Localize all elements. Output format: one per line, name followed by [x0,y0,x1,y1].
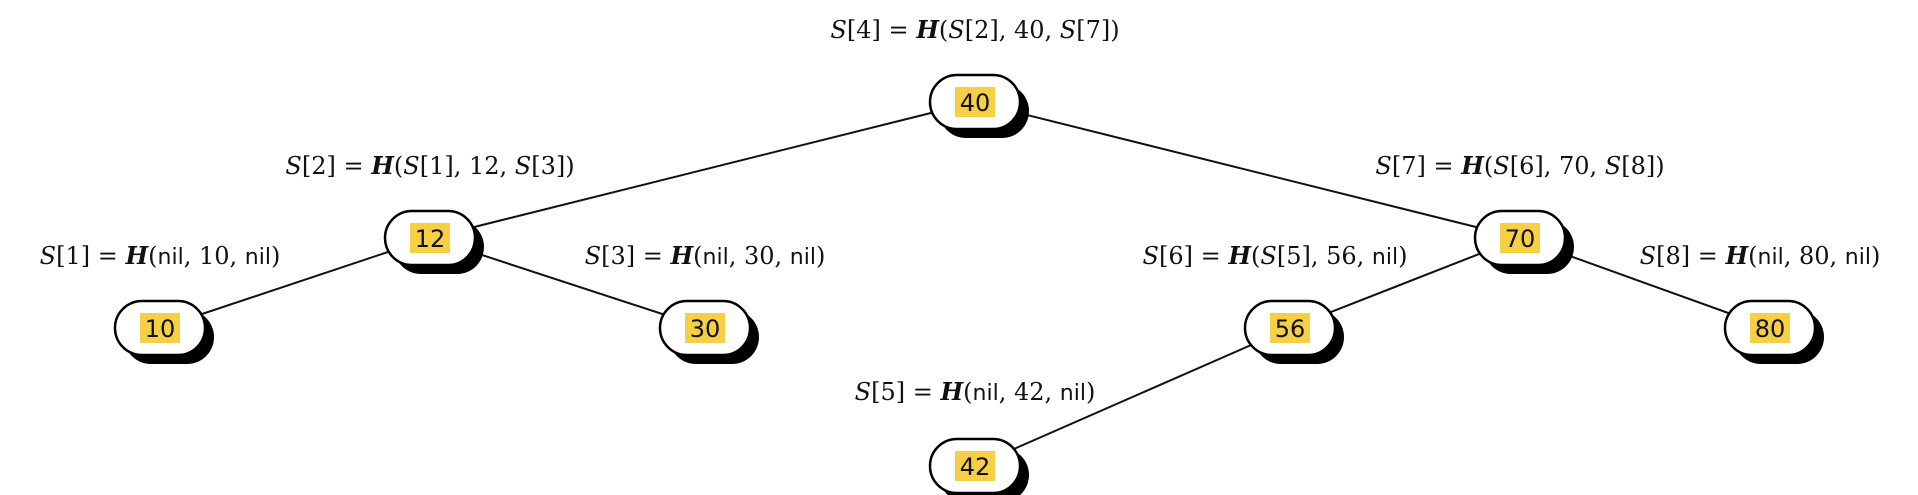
tree-node: 80 [1723,299,1824,364]
node-formula: S[4] = H(S[2], 40, S[7]) [830,15,1119,44]
key-highlight [410,223,450,253]
node-key: 42 [960,453,991,481]
key-highlight [685,313,725,343]
key-highlight [955,451,995,481]
node-formulas: S[4] = H(S[2], 40, S[7]) S[2] = H(S[1], 1… [40,15,1881,406]
tree-node: 42 [928,437,1029,495]
tree-node: 12 [383,209,484,274]
tree-node: 30 [658,299,759,364]
node-formula: S[6] = H(S[5], 56, nil) [1143,241,1408,270]
tree-node: 40 [928,73,1029,138]
tree-nodes: 40 12 70 10 30 56 80 42 [113,73,1824,495]
key-highlight [1500,223,1540,253]
edge-s4-s7 [974,101,1521,239]
node-key: 80 [1755,315,1786,343]
node-key: 12 [415,225,446,253]
edge-s6-s5 [974,327,1291,467]
node-formula: S[3] = H(nil, 30, nil) [585,241,826,270]
node-key: 40 [960,89,991,117]
key-highlight [140,313,180,343]
tree-node: 56 [1243,299,1344,364]
key-highlight [1750,313,1790,343]
node-formula: S[2] = H(S[1], 12, S[3]) [285,151,574,180]
node-formula: S[7] = H(S[6], 70, S[8]) [1375,151,1664,180]
node-key: 70 [1505,225,1536,253]
node-key: 30 [690,315,721,343]
node-formula: S[1] = H(nil, 10, nil) [40,241,281,270]
key-highlight [955,87,995,117]
edge-s4-s2 [429,101,976,239]
node-formula: S[5] = H(nil, 42, nil) [855,377,1096,406]
edge-s2-s1 [159,237,431,329]
node-formula: S[8] = H(nil, 80, nil) [1640,241,1881,270]
tree-node: 70 [1473,209,1574,274]
node-key: 10 [145,315,176,343]
node-key: 56 [1275,315,1306,343]
key-highlight [1270,313,1310,343]
tree-node: 10 [113,299,214,364]
